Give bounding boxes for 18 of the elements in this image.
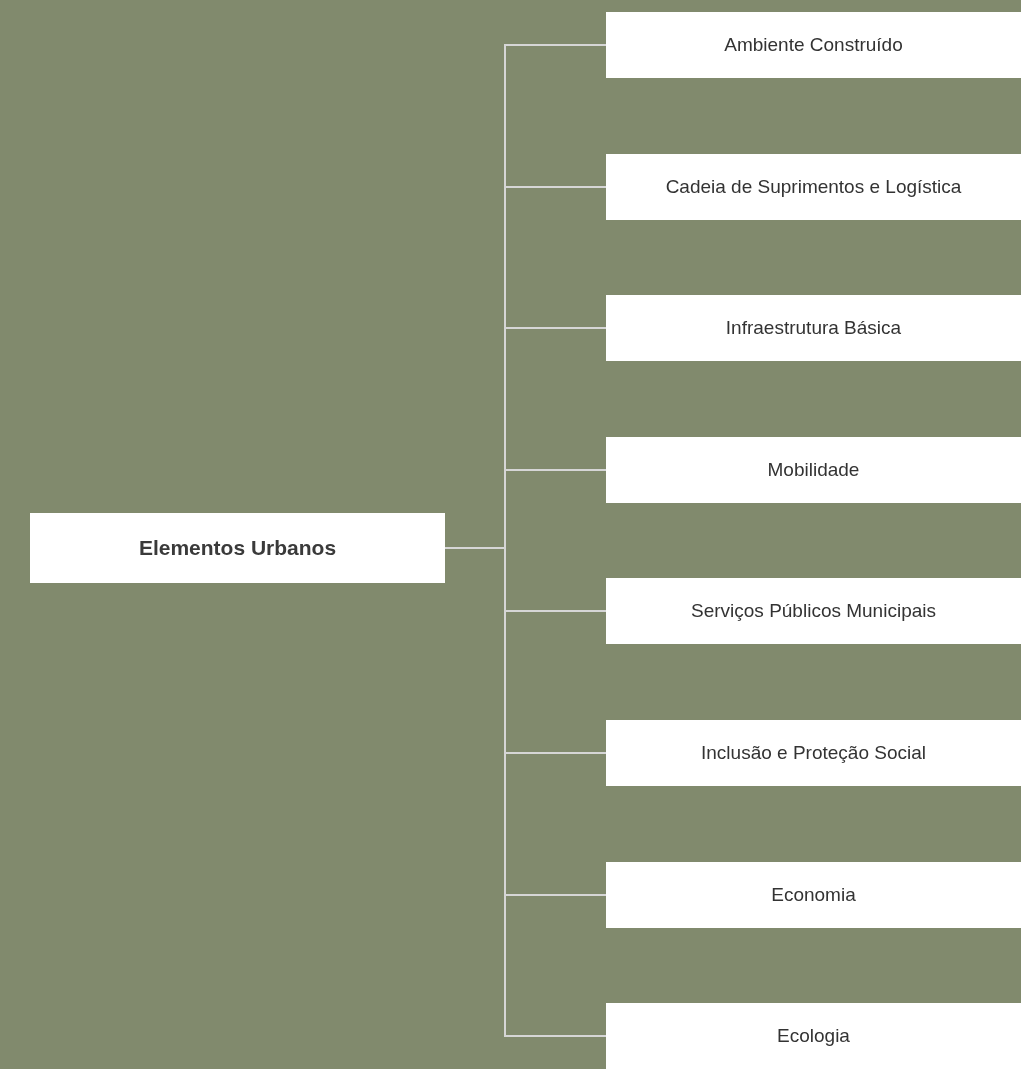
category-box (606, 154, 1021, 220)
category-box (606, 12, 1021, 78)
box-label: Elementos Urbanos (138, 535, 337, 562)
box-label: Infraestrutura Básica (725, 315, 902, 340)
box-label: Mobilidade (767, 457, 860, 482)
box-label: Inclusão e Proteção Social (701, 740, 926, 765)
category-box (606, 437, 1021, 503)
category-box (606, 578, 1021, 644)
category-box (606, 720, 1021, 786)
box-label: Ambiente Construído (724, 32, 903, 57)
box-label: Cadeia de Suprimentos e Logística (665, 174, 962, 199)
box-label: Economia (771, 882, 856, 907)
category-box (606, 295, 1021, 361)
category-box (606, 862, 1021, 928)
root-box (30, 513, 445, 583)
box-label: Ecologia (777, 1023, 850, 1048)
box-label: Serviços Públicos Municipais (691, 598, 936, 623)
category-box (606, 1003, 1021, 1069)
